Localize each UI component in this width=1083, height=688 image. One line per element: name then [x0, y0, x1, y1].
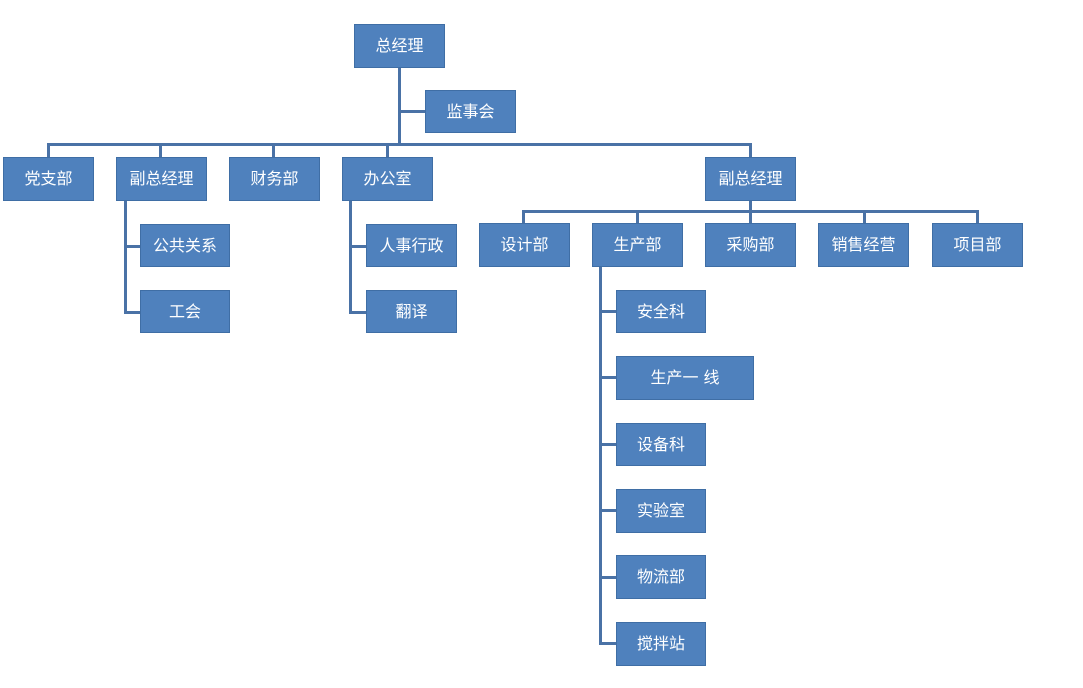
connector — [47, 143, 50, 158]
connector — [599, 443, 617, 446]
connector — [398, 67, 401, 146]
node-office[interactable]: 办公室 — [342, 157, 433, 201]
connector — [749, 210, 752, 224]
node-purchasing[interactable]: 采购部 — [705, 223, 796, 267]
connector — [124, 245, 141, 248]
node-vice-gm-left[interactable]: 副总经理 — [116, 157, 207, 201]
node-translation[interactable]: 翻译 — [366, 290, 457, 333]
connector — [47, 143, 751, 146]
connector — [349, 245, 367, 248]
connector — [398, 110, 426, 113]
node-labor-union[interactable]: 工会 — [140, 290, 230, 333]
connector — [272, 143, 275, 158]
connector — [349, 311, 367, 314]
connector — [749, 143, 752, 158]
connector — [386, 143, 389, 158]
connector — [599, 509, 617, 512]
connector — [863, 210, 866, 224]
connector — [522, 210, 525, 224]
node-production[interactable]: 生产部 — [592, 223, 683, 267]
node-hr-admin[interactable]: 人事行政 — [366, 224, 457, 267]
node-mixing-station[interactable]: 搅拌站 — [616, 622, 706, 666]
node-sales[interactable]: 销售经营 — [818, 223, 909, 267]
node-safety[interactable]: 安全科 — [616, 290, 706, 333]
node-supervisory-board[interactable]: 监事会 — [425, 90, 516, 133]
connector — [159, 143, 162, 158]
node-public-relations[interactable]: 公共关系 — [140, 224, 230, 267]
connector — [599, 576, 617, 579]
connector — [124, 201, 127, 314]
node-laboratory[interactable]: 实验室 — [616, 489, 706, 533]
node-party-branch[interactable]: 党支部 — [3, 157, 94, 201]
connector — [599, 642, 617, 645]
node-logistics[interactable]: 物流部 — [616, 555, 706, 599]
node-ceo[interactable]: 总经理 — [354, 24, 445, 68]
node-equipment[interactable]: 设备科 — [616, 423, 706, 466]
node-projects[interactable]: 项目部 — [932, 223, 1023, 267]
node-production-line[interactable]: 生产一 线 — [616, 356, 754, 400]
node-design[interactable]: 设计部 — [479, 223, 570, 267]
node-vice-gm-right[interactable]: 副总经理 — [705, 157, 796, 201]
connector — [124, 311, 141, 314]
connector — [636, 210, 639, 224]
node-finance[interactable]: 财务部 — [229, 157, 320, 201]
connector — [599, 310, 617, 313]
connector — [976, 210, 979, 224]
connector — [349, 201, 352, 314]
connector — [599, 267, 602, 645]
connector — [599, 376, 617, 379]
connector — [749, 201, 752, 212]
